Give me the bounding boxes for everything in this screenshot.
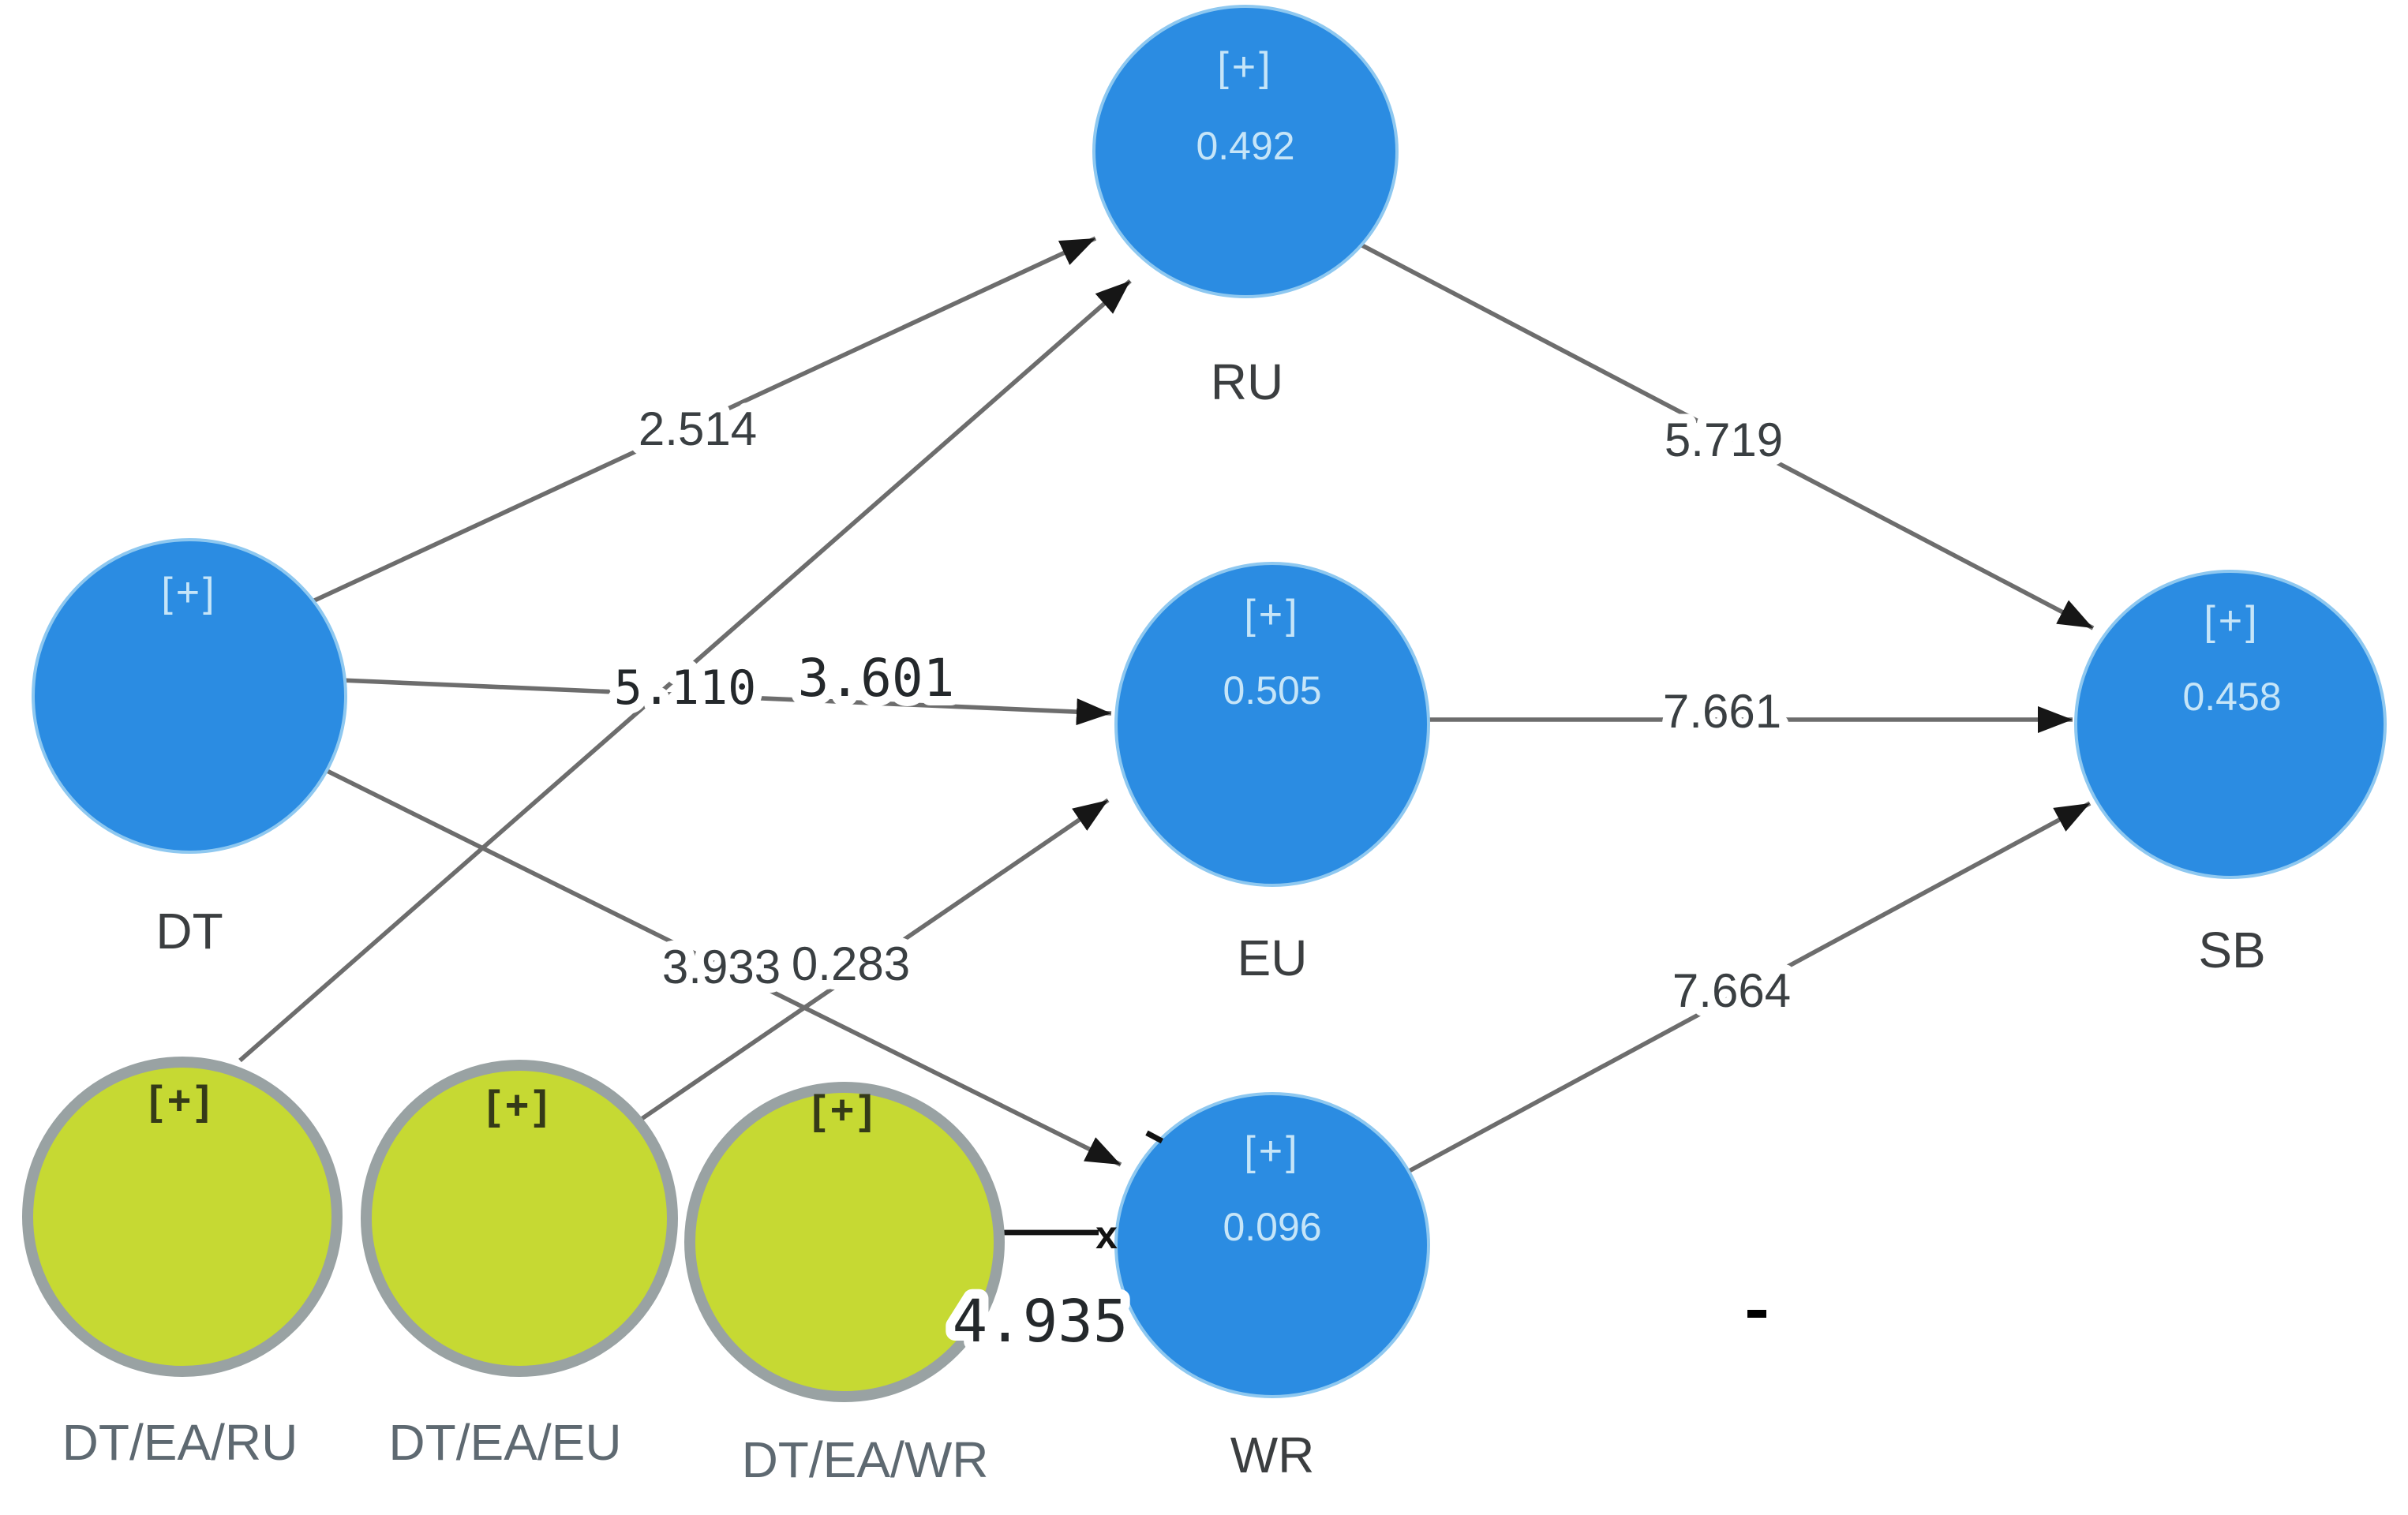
path-t-values: 2.514 5.110 3.601 3.933 0.283 4.935 5.71… (605, 393, 1800, 1365)
node-ru-label: RU (1211, 354, 1283, 410)
path-dt-ru-tvalue: 2.514 (639, 402, 757, 455)
node-dt-label: DT (155, 903, 223, 960)
expand-icon[interactable]: [+] (1244, 1128, 1300, 1174)
node-dt-ea-wr-label: DT/EA/WR (742, 1431, 989, 1488)
node-dt-ea-wr-circle[interactable] (684, 1082, 1005, 1402)
tick-artifact-wr-top (1145, 1130, 1164, 1144)
node-eu-value: 0.505 (1223, 668, 1321, 713)
node-ru-value: 0.492 (1196, 124, 1294, 168)
path-dteaeu-eu-line[interactable] (638, 798, 1110, 1123)
node-dt-ea-ru[interactable]: [+] DT/EA/RU (22, 1057, 343, 1471)
path-eu-sb-tvalue: 7.661 (1663, 685, 1781, 738)
node-sb-value: 0.458 (2182, 675, 2281, 719)
node-dt-ea-ru-label: DT/EA/RU (62, 1414, 298, 1471)
expand-icon[interactable]: [+] (1217, 44, 1273, 90)
structural-paths (238, 236, 2095, 1236)
path-dteawr-wr-tvalue: 4.935 (953, 1288, 1129, 1356)
dash-artifact-bottom-right (1747, 1310, 1766, 1318)
node-dt-ea-ru-circle[interactable] (22, 1057, 343, 1377)
node-sb-circle[interactable] (2074, 570, 2387, 879)
path-dtearu-ru-line[interactable] (238, 279, 1132, 1063)
node-dt[interactable]: [+] DT (32, 538, 347, 960)
path-ru-sb-line[interactable] (1359, 242, 2095, 630)
node-sb-label: SB (2198, 922, 2265, 978)
node-dt-ea-wr[interactable]: [+] DT/EA/WR (684, 1082, 1005, 1488)
path-dtearu-ru-tvalue: 5.110 (614, 660, 757, 716)
path-dteaeu-eu-tvalue: 0.283 (792, 937, 910, 990)
path-dt-eu-tvalue: 3.601 (798, 648, 955, 709)
node-dt-ea-eu-circle[interactable] (361, 1060, 678, 1377)
path-ru-sb-tvalue: 5.719 (1665, 413, 1783, 466)
node-eu[interactable]: [+] 0.505 EU (1114, 562, 1430, 986)
expand-icon[interactable]: [+] (161, 570, 217, 615)
expand-icon[interactable]: [+] (149, 1078, 215, 1124)
path-wr-sb-tvalue: 7.664 (1672, 964, 1791, 1017)
node-dt-circle[interactable] (32, 538, 347, 854)
node-dt-ea-eu[interactable]: [+] DT/EA/EU (361, 1060, 678, 1471)
expand-icon[interactable]: [+] (812, 1087, 878, 1133)
node-ru[interactable]: [+] 0.492 RU (1092, 5, 1399, 410)
path-dt-ru-line[interactable] (287, 236, 1097, 615)
expand-icon[interactable]: [+] (2204, 598, 2260, 644)
path-wr-sb-line[interactable] (1402, 801, 2092, 1176)
node-ru-circle[interactable] (1092, 5, 1399, 298)
node-wr-value: 0.096 (1223, 1205, 1321, 1249)
node-eu-circle[interactable] (1114, 562, 1430, 887)
path-dt-wr-line[interactable] (283, 747, 1122, 1167)
node-wr-circle[interactable] (1114, 1092, 1430, 1398)
path-dt-eu-line[interactable] (340, 678, 1112, 726)
node-dt-ea-eu-label: DT/EA/EU (388, 1414, 621, 1471)
node-wr-label: WR (1230, 1427, 1315, 1483)
node-eu-label: EU (1238, 930, 1308, 986)
node-wr[interactable]: [+] 0.096 WR (1114, 1092, 1430, 1483)
expand-icon[interactable]: [+] (487, 1083, 552, 1128)
path-dt-wr-tvalue: 3.933 (662, 941, 781, 993)
expand-icon[interactable]: [+] (1244, 592, 1300, 638)
artifacts (1145, 1130, 1766, 1318)
path-dteawr-wr-x-end-marker: x (1095, 1213, 1118, 1257)
node-sb[interactable]: [+] 0.458 SB (2074, 570, 2387, 978)
